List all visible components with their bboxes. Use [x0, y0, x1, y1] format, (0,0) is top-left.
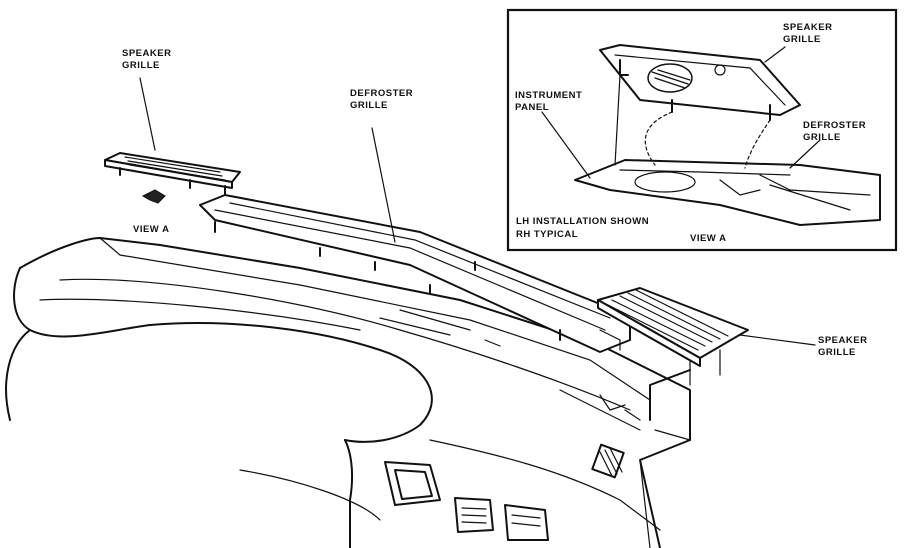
defroster-grille-label-line1: DEFROSTER	[350, 88, 414, 99]
inset-instrument-panel-label-line2: PANEL	[515, 102, 549, 113]
inset-defroster-grille-label-line1: DEFROSTER	[803, 120, 867, 131]
speaker-grille-right-label-line1: SPEAKER	[818, 335, 868, 346]
defroster-grille-label-line2: GRILLE	[350, 100, 388, 111]
inset-defroster-grille-label-line2: GRILLE	[803, 132, 841, 143]
view-a-main-label: VIEW A	[133, 224, 170, 235]
defroster-grille-part	[199, 194, 631, 353]
speaker-grille-left-label-line2: GRILLE	[122, 60, 160, 71]
inset-instrument-panel-label-line1: INSTRUMENT	[515, 90, 583, 101]
inset-note-line2: RH TYPICAL	[516, 229, 578, 240]
speaker-grille-left-label-line1: SPEAKER	[122, 48, 172, 59]
inset-view-a-label: VIEW A	[690, 233, 727, 244]
leader-lines	[139, 77, 816, 346]
view-a-inset	[506, 8, 898, 252]
inset-speaker-grille-label-line2: GRILLE	[783, 34, 821, 45]
right-speaker-grille-part	[597, 287, 749, 421]
speaker-grille-right-label-line2: GRILLE	[818, 347, 856, 358]
instrument-panel-dashboard	[5, 237, 691, 548]
inset-note-line1: LH INSTALLATION SHOWN	[516, 216, 650, 227]
left-speaker-grille-part	[104, 152, 241, 204]
inset-speaker-grille-label-line1: SPEAKER	[783, 22, 833, 33]
